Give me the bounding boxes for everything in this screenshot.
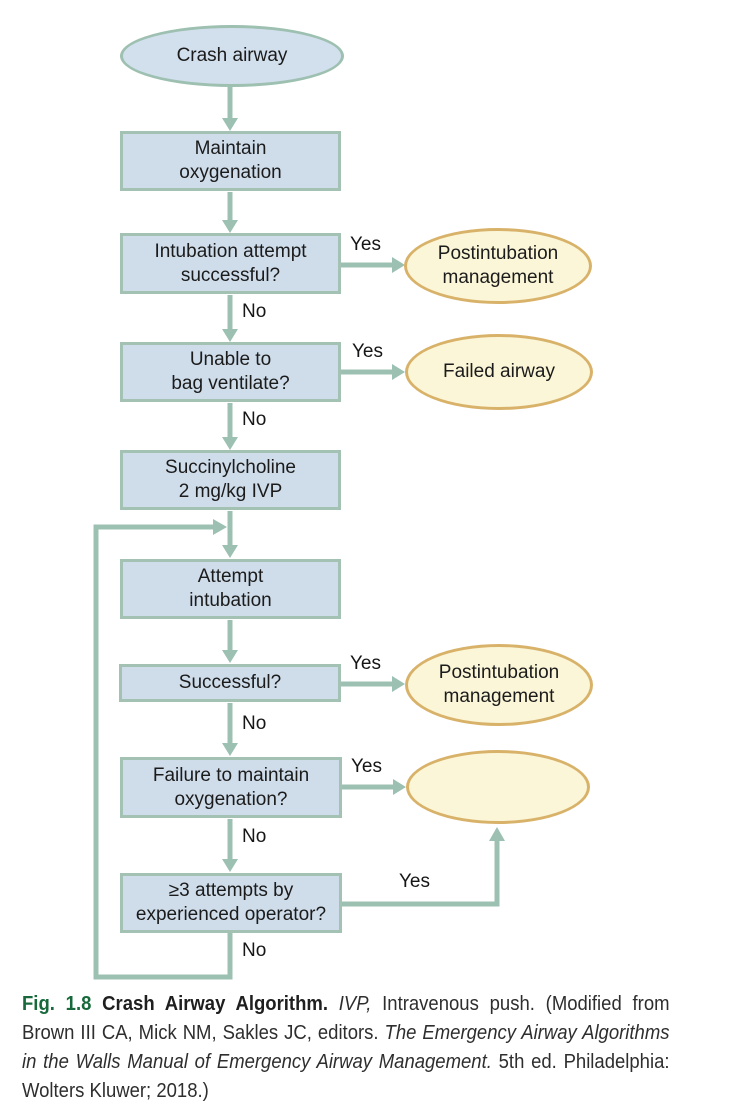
edge-label-no-5: No <box>242 940 267 961</box>
arrowhead-right-icon <box>213 519 227 535</box>
node-successful: Successful? <box>119 664 341 702</box>
arrowhead-down-icon <box>222 118 238 131</box>
arrowhead-right-icon <box>392 676 405 692</box>
arrowhead-down-icon <box>222 220 238 233</box>
arrowhead-down-icon <box>222 437 238 450</box>
arrowhead-right-icon <box>392 364 405 380</box>
caption-abbrev: IVP, <box>338 993 372 1015</box>
node-succinylcholine: Succinylcholine 2 mg/kg IVP <box>120 450 341 510</box>
figure-number: Fig. 1.8 <box>22 993 92 1015</box>
node-failure-maintain-oxygenation: Failure to maintain oxygenation? <box>120 757 342 818</box>
arrowhead-right-icon <box>392 257 405 273</box>
node-maintain-oxygenation-label: Maintain oxygenation <box>179 138 282 183</box>
caption-text-1: Intravenous push. (Modified from Brown I… <box>22 993 670 1044</box>
edge-label-no-3: No <box>242 713 267 734</box>
edge-label-yes-1: Yes <box>350 234 381 255</box>
node-failed-airway-1: Failed airway <box>405 334 593 410</box>
node-intubation-attempt-successful: Intubation attempt successful? <box>120 233 341 294</box>
edge-label-yes-5: Yes <box>399 871 430 892</box>
arrowhead-down-icon <box>222 743 238 756</box>
arrowhead-down-icon <box>222 545 238 558</box>
node-unable-bag-label: Unable to bag ventilate? <box>171 349 290 394</box>
caption-text-2: 5th ed. Philadelphia: Wolters Kluwer; 20… <box>22 1051 670 1102</box>
node-failed-airway-2 <box>406 750 590 824</box>
node-postintubation-2-label: Postintubation management <box>438 662 560 707</box>
arrowhead-right-icon <box>393 779 406 795</box>
node-three-attempts-label: ≥3 attempts by experienced operator? <box>135 880 327 925</box>
node-attempt-intubation-label: Attempt intubation <box>189 566 272 611</box>
node-crash-airway: Crash airway <box>120 25 344 87</box>
edge-label-no-2: No <box>242 409 267 430</box>
arrowhead-down-icon <box>222 650 238 663</box>
node-unable-bag-ventilate: Unable to bag ventilate? <box>120 342 341 402</box>
arrowhead-down-icon <box>222 329 238 342</box>
node-postintubation-1-label: Postintubation management <box>437 243 559 288</box>
node-three-attempts: ≥3 attempts by experienced operator? <box>120 873 342 933</box>
edge-label-yes-3: Yes <box>350 653 381 674</box>
edge-label-yes-2: Yes <box>352 341 383 362</box>
edge-label-no-4: No <box>242 826 267 847</box>
caption-book-title: The Emergency Airway Algorithms in the W… <box>22 1022 670 1073</box>
node-crash-airway-label: Crash airway <box>176 45 288 66</box>
node-attempt-intubation: Attempt intubation <box>120 559 341 619</box>
node-postintubation-management-2: Postintubation management <box>405 644 593 726</box>
arrowheads <box>213 118 505 872</box>
node-intubation-attempt-label: Intubation attempt successful? <box>154 240 307 286</box>
edge-label-yes-4: Yes <box>351 756 382 777</box>
connector-yes-up-to-failed-2 <box>342 841 500 907</box>
node-failed-airway-1-label: Failed airway <box>443 361 555 382</box>
node-succinylcholine-label: Succinylcholine 2 mg/kg IVP <box>165 457 296 502</box>
node-failure-oxygenation-label: Failure to maintain oxygenation? <box>152 764 310 810</box>
arrowhead-down-icon <box>222 859 238 872</box>
connector-loop-back <box>93 524 233 980</box>
arrowhead-up-icon <box>489 827 505 841</box>
node-successful-label: Successful? <box>178 672 282 693</box>
edge-label-no-1: No <box>242 301 267 322</box>
node-maintain-oxygenation: Maintain oxygenation <box>120 131 341 191</box>
figure-caption: Fig. 1.8 Crash Airway Algorithm. IVP, In… <box>22 990 670 1106</box>
caption-title: Crash Airway Algorithm. <box>102 993 328 1015</box>
node-postintubation-management-1: Postintubation management <box>404 228 592 304</box>
